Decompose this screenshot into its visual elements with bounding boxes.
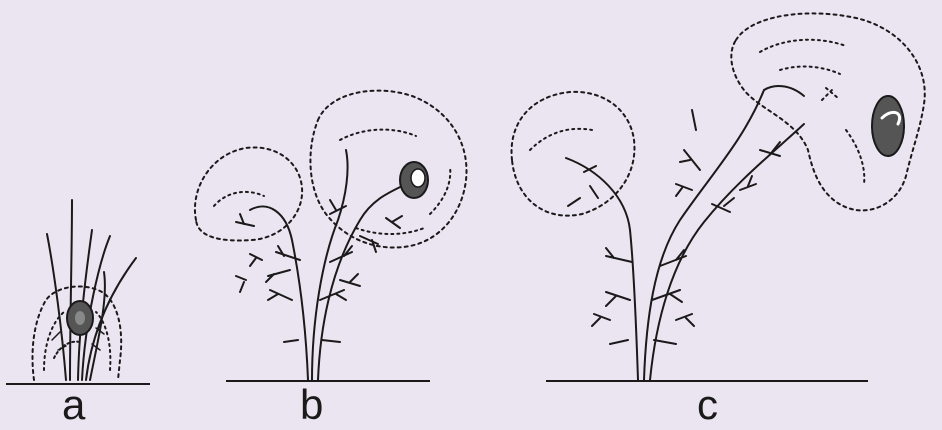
panel-label-c: c	[697, 384, 718, 426]
fruit-c	[872, 96, 904, 156]
panel-label-a: a	[62, 384, 85, 426]
plant-c-icon	[512, 13, 925, 380]
plant-b-icon	[195, 91, 467, 380]
panel-label-b: b	[300, 384, 323, 426]
plant-a-icon	[33, 200, 137, 380]
